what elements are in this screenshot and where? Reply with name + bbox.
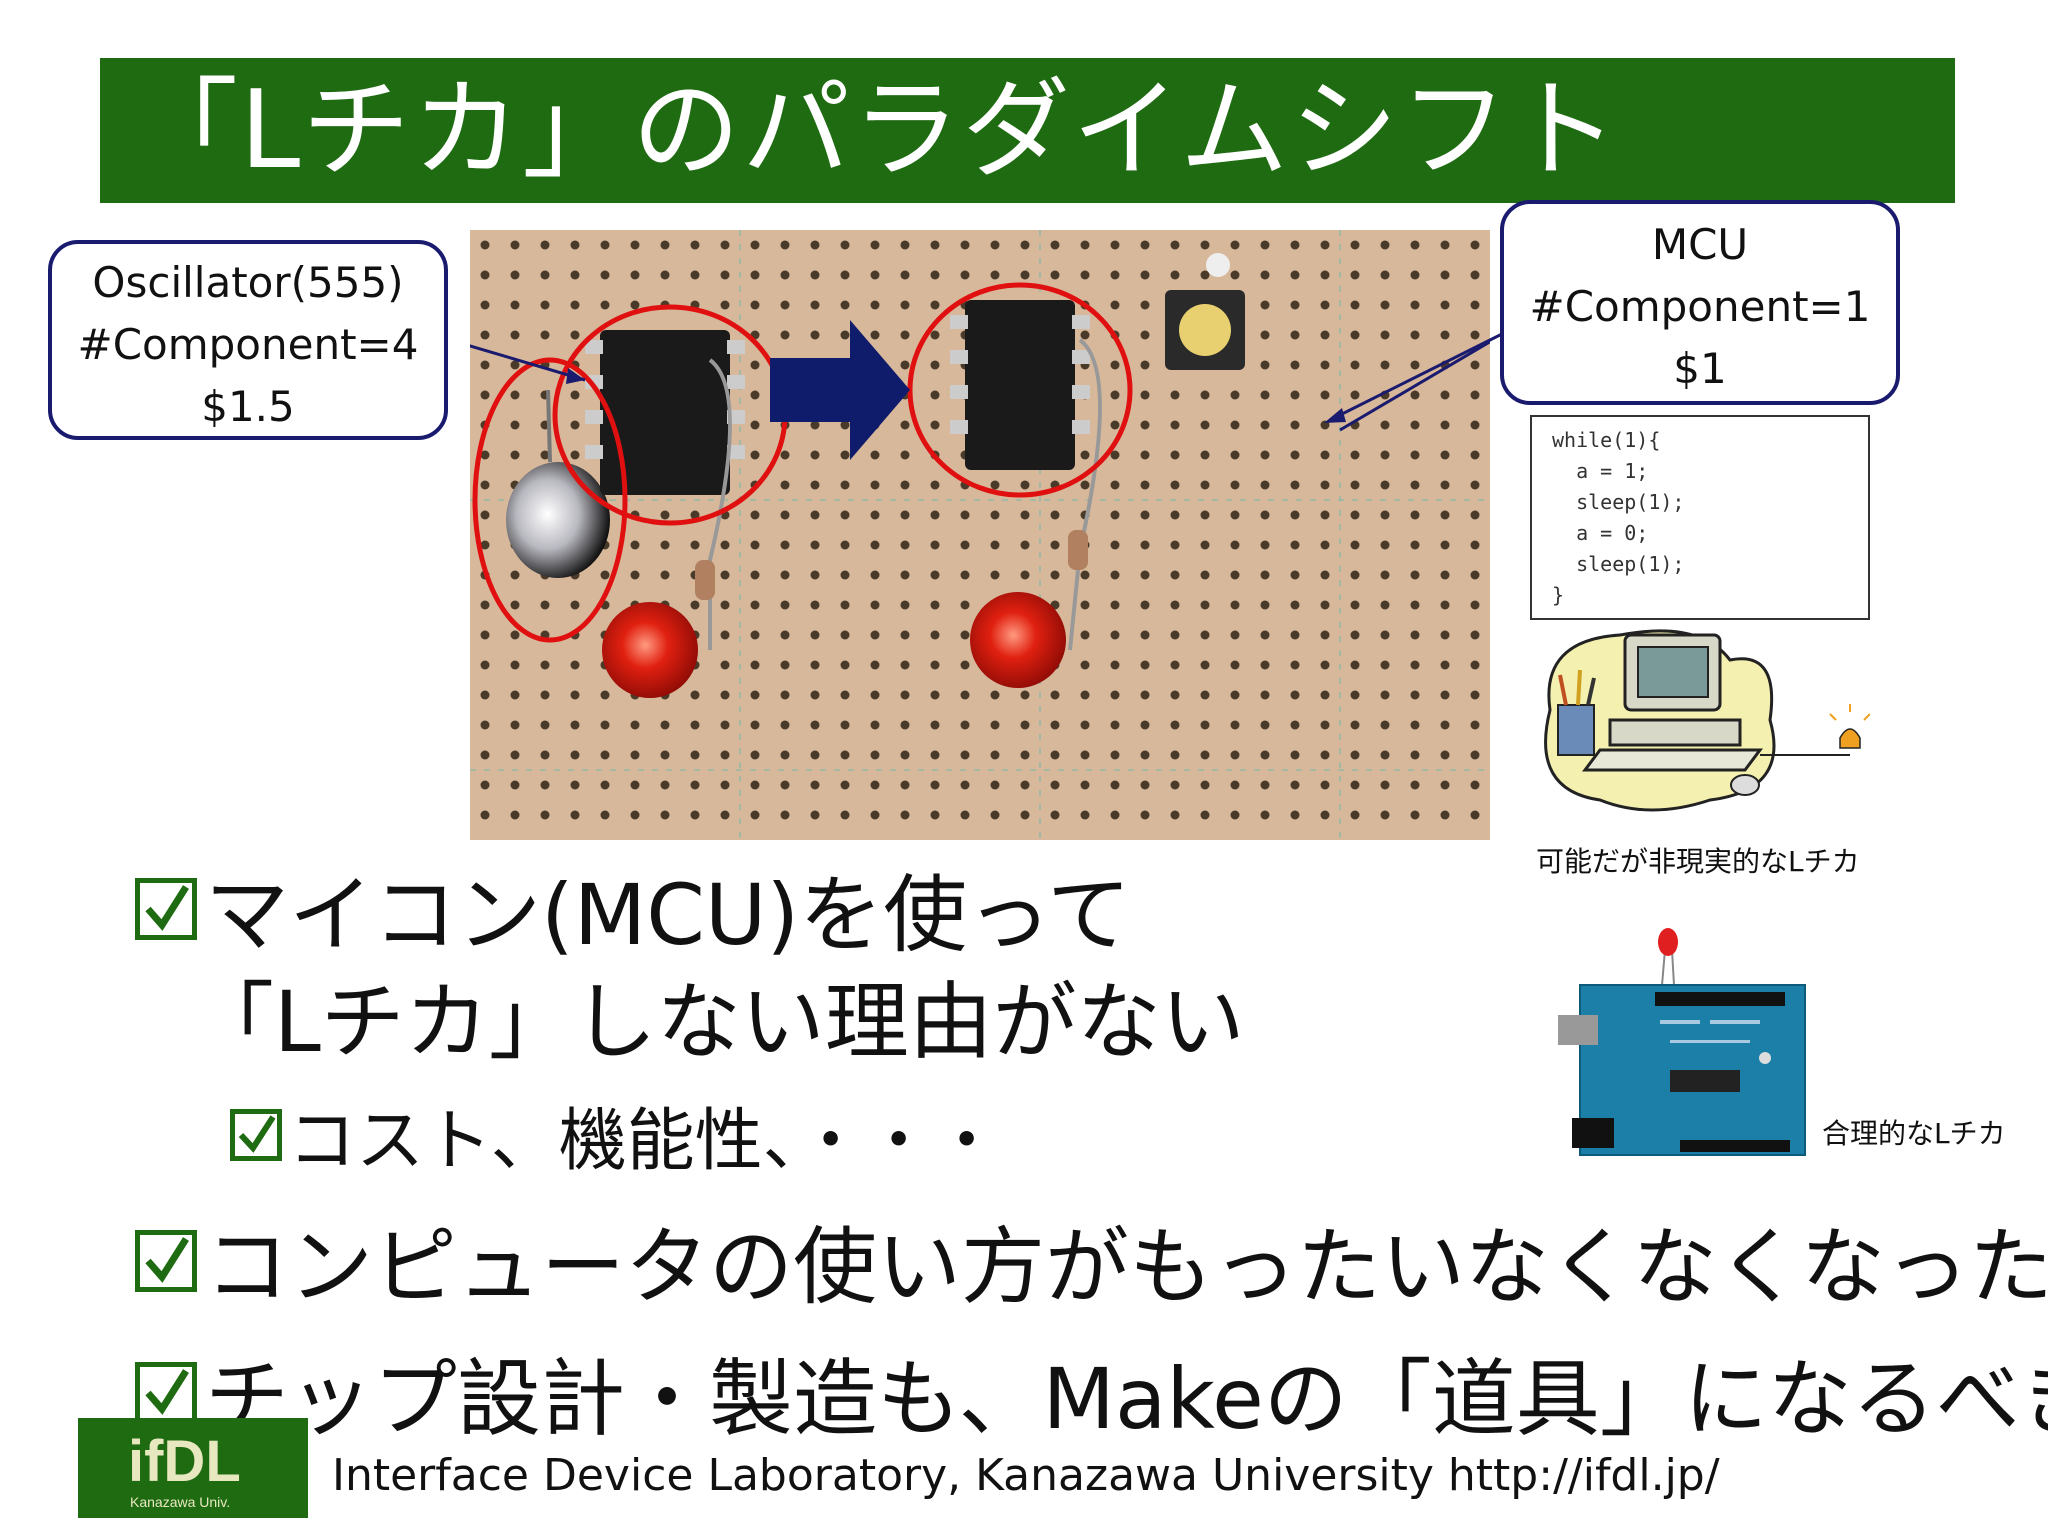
reasonable-caption: 合理的なLチカ: [1822, 1117, 2006, 1150]
capacitor: [506, 462, 610, 578]
led-left: [602, 602, 698, 698]
code-line: while(1){: [1552, 428, 1661, 452]
bullet-3-text: コンピュータの使い方がもったいなくなくなった: [205, 1218, 2048, 1316]
code-line: sleep(1);: [1552, 490, 1685, 514]
bullet-3: コンピュータの使い方がもったいなくなくなった: [135, 1200, 2048, 1321]
chip-555: [585, 330, 745, 495]
code-line: a = 1;: [1552, 459, 1649, 483]
oscillator-label: Oscillator(555): [92, 258, 404, 307]
arduino-board: [1558, 928, 1806, 1156]
checkbox-icon: [135, 1361, 197, 1424]
title-bar: 「Lチカ」のパラダイムシフト: [100, 58, 1955, 203]
mcu-components: #Component=1: [1529, 282, 1871, 331]
mcu-cost: $1: [1673, 344, 1727, 393]
slide-title: 「Lチカ」のパラダイムシフト: [130, 68, 1621, 193]
computer-clipart: [1544, 629, 1870, 812]
oscillator-cost: $1.5: [201, 382, 295, 431]
checkbox-icon: [135, 1229, 197, 1292]
right-arrow-icon: [770, 320, 910, 460]
footer-text: Interface Device Laboratory, Kanazawa Un…: [332, 1450, 1720, 1501]
bullet-2: コスト、機能性、・・・: [230, 1085, 1001, 1184]
code-line: a = 0;: [1552, 521, 1649, 545]
logo-text: ifDL: [128, 1429, 241, 1494]
oscillator-callout: Oscillator(555) #Component=4 $1.5: [48, 240, 448, 440]
chip-mcu: [950, 300, 1090, 470]
mcu-label: MCU: [1651, 220, 1749, 269]
led-right: [970, 592, 1066, 688]
bullet-2-text: コスト、機能性、・・・: [288, 1102, 1001, 1181]
breadboard-photo: [470, 230, 1490, 840]
bullet-1-text: マイコン(MCU)を使って: [205, 866, 1131, 964]
ifdl-logo: ifDL Kanazawa Univ.: [78, 1418, 308, 1518]
code-line: }: [1552, 583, 1565, 607]
mcu-callout: MCU #Component=1 $1: [1500, 200, 1900, 405]
code-box: while(1){ a = 1; sleep(1); a = 0; sleep(…: [1530, 415, 1870, 620]
bullet-1-continuation: 「Lチカ」しない理由がない: [190, 955, 1245, 1076]
bullet-4-text: チップ設計・製造も、Makeの「道具」になるべき: [205, 1350, 2048, 1448]
code-line: sleep(1);: [1552, 552, 1685, 576]
highlight-capacitor: [472, 357, 628, 643]
bullet-4: チップ設計・製造も、Makeの「道具」になるべき: [135, 1332, 2048, 1453]
impractical-caption: 可能だが非現実的なLチカ: [1536, 845, 1860, 878]
checkbox-icon: [135, 877, 197, 940]
logo-subtext: Kanazawa Univ.: [130, 1494, 231, 1510]
mcu-pointer: [1324, 328, 1511, 423]
checkbox-icon: [230, 1108, 282, 1161]
bullet-1: マイコン(MCU)を使って: [135, 848, 1131, 969]
bullet-1-text-line2: 「Lチカ」しない理由がない: [190, 973, 1245, 1071]
oscillator-components: #Component=4: [77, 320, 419, 369]
